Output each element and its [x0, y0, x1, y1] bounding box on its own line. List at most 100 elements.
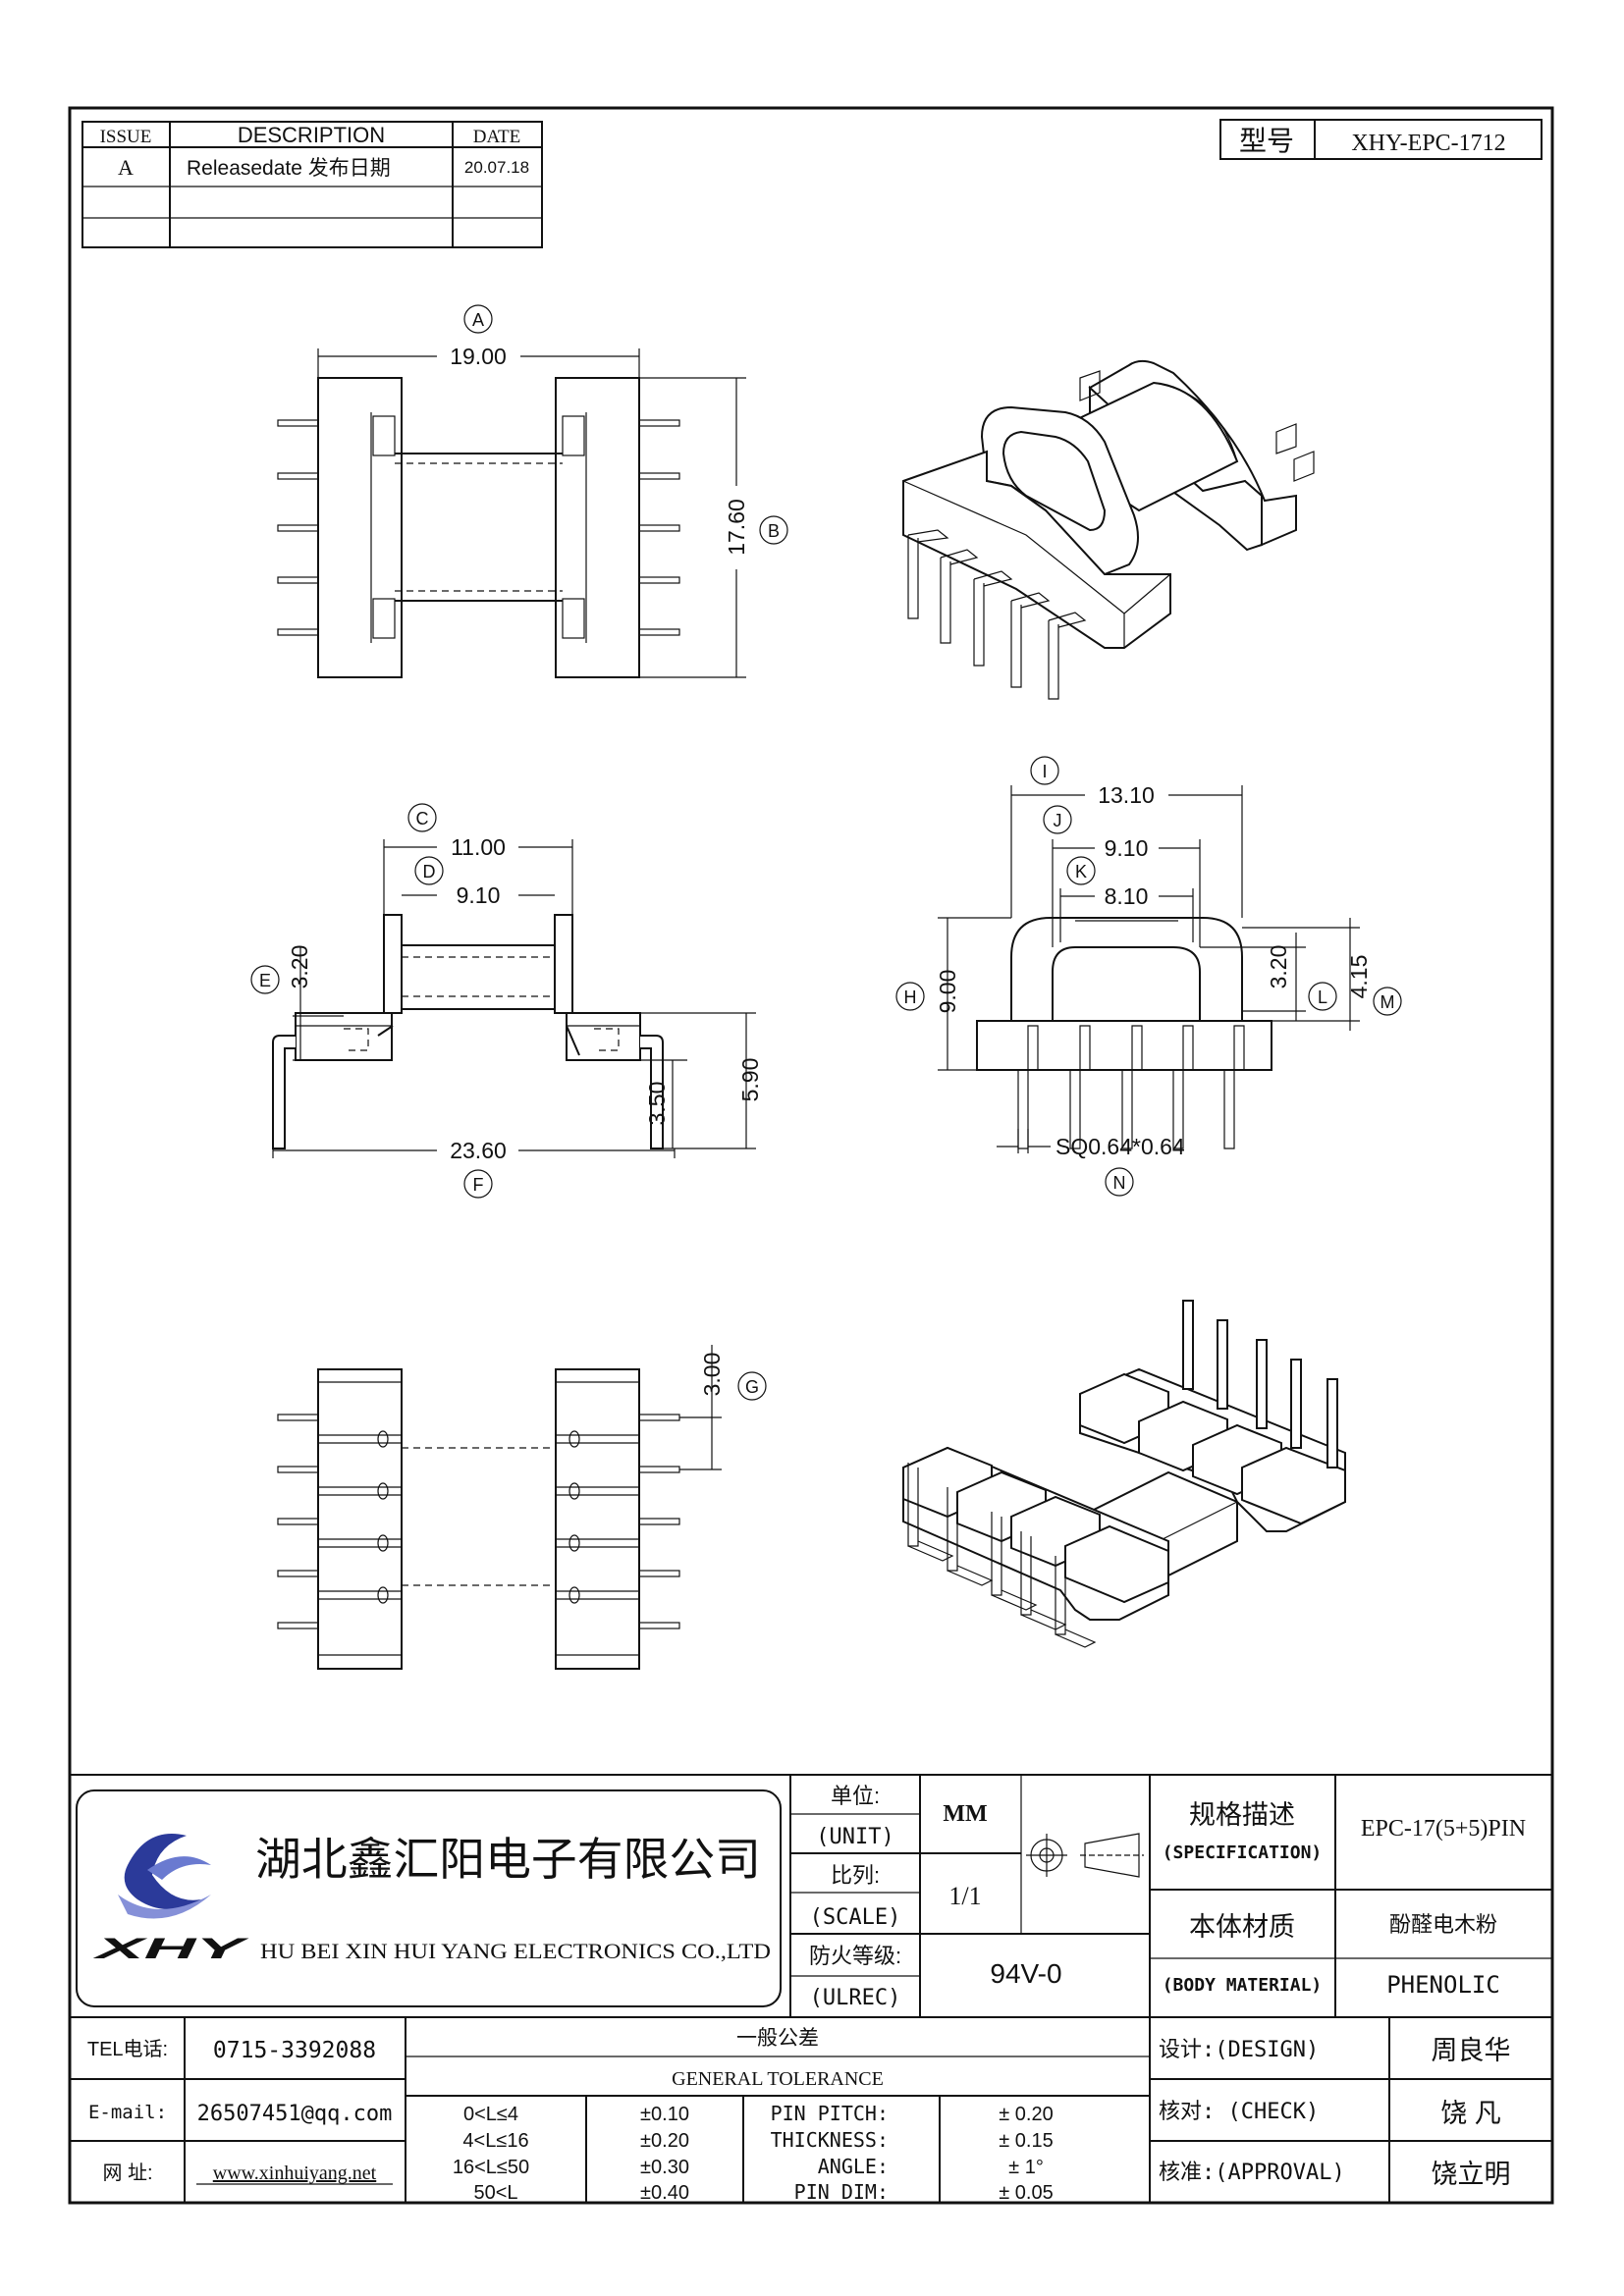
callout-l-label: L	[1318, 988, 1327, 1007]
spec-name-3: ANGLE:	[818, 2155, 889, 2178]
rev-date: 20.07.18	[464, 158, 529, 177]
spec-label-en: (SPECIFICATION)	[1163, 1842, 1323, 1863]
check-label: 核对: (CHECK)	[1159, 2100, 1319, 2124]
callout-n	[1105, 1167, 1134, 1197]
callout-f	[463, 1169, 493, 1199]
material-label-en: (BODY MATERIAL)	[1163, 1975, 1323, 1996]
spec-name-1: PIN PITCH:	[771, 2102, 889, 2125]
approval-name: 饶立明	[1432, 2160, 1511, 2189]
callout-g-label: G	[745, 1377, 759, 1397]
spec-tol-4: ± 0.05	[999, 2182, 1053, 2204]
callout-b	[759, 515, 788, 545]
bottom-view-segments	[318, 1430, 639, 1604]
tolerance-title-en: GENERAL TOLERANCE	[672, 2068, 884, 2090]
callout-a	[463, 304, 493, 334]
tolerance-specs: PIN PITCH: THICKNESS: ANGLE: PIN DIM: ± …	[771, 2102, 1054, 2204]
title-block: XHY 湖北鑫汇阳电子有限公司 HU BEI XIN HUI YANG ELEC…	[70, 1774, 1552, 2204]
company-name-en: HU BEI XIN HUI YANG ELECTRONICS CO.,LTD	[260, 1939, 771, 1963]
dim-k-value: 8.10	[1105, 883, 1149, 909]
rev-header-description: DESCRIPTION	[238, 123, 385, 147]
unit-label-en: (UNIT)	[816, 1825, 893, 1849]
callout-h	[895, 982, 925, 1011]
rev-header-date: DATE	[473, 127, 521, 147]
tol-value-2: ±0.20	[640, 2130, 689, 2152]
callout-k	[1066, 856, 1096, 885]
dim-i-value: 13.10	[1098, 782, 1155, 808]
rev-header-issue: ISSUE	[100, 127, 152, 147]
rev-issue: A	[118, 155, 134, 180]
tel-value: 0715-3392088	[213, 2038, 376, 2063]
scale-value: 1/1	[948, 1882, 981, 1910]
scale-label-en: (SCALE)	[810, 1905, 901, 1930]
iso-bottom-front-blocks	[902, 1446, 1169, 1604]
web-label: 网 址:	[102, 2162, 152, 2184]
email-label: E-mail:	[88, 2102, 167, 2123]
dim-g-value: 3.00	[699, 1353, 725, 1397]
callout-l	[1308, 982, 1337, 1011]
tol-range-2: 4<L≤16	[462, 2130, 528, 2152]
dim-590-value: 5.90	[737, 1058, 763, 1102]
approval-label: 核准:(APPROVAL)	[1159, 2161, 1345, 2185]
iso-view-top	[902, 359, 1315, 700]
revision-table: ISSUE DESCRIPTION DATE A Releasedate 发布日…	[81, 121, 543, 248]
check-name: 饶 凡	[1440, 2099, 1501, 2128]
dim-e-value: 3.20	[287, 945, 312, 989]
callout-j-label: J	[1054, 811, 1062, 830]
callout-c	[407, 803, 437, 832]
fire-label-en: (ULREC)	[810, 1986, 901, 2010]
tol-value-3: ±0.30	[640, 2157, 689, 2178]
material-value-cn: 酚醛电木粉	[1389, 1912, 1497, 1937]
design-label: 设计:(DESIGN)	[1159, 2038, 1319, 2062]
callout-m	[1373, 987, 1402, 1016]
logo-text: XHY	[91, 1933, 250, 1965]
iso-view-bottom	[902, 1300, 1346, 1648]
iso-top-pins	[907, 529, 1087, 700]
spec-name-4: PIN DIM:	[794, 2180, 889, 2204]
callout-h-label: H	[904, 988, 917, 1007]
tol-range-3: 16<L≤50	[453, 2157, 529, 2178]
rev-description: Releasedate 发布日期	[187, 157, 391, 180]
bottom-view: 3.00 G	[277, 1345, 767, 1670]
pins-right	[638, 419, 680, 636]
tol-range-1: 0<L≤4	[463, 2104, 518, 2125]
unit-label-cn: 单位:	[831, 1784, 880, 1808]
callout-i-label: I	[1042, 762, 1047, 781]
material-value-en: PHENOLIC	[1386, 1971, 1500, 1999]
spec-name-2: THICKNESS:	[771, 2128, 889, 2152]
callout-c-label: C	[416, 809, 429, 828]
callout-e	[250, 965, 280, 994]
design-name: 周良华	[1432, 2036, 1511, 2065]
callout-i	[1030, 756, 1059, 785]
tol-value-4: ±0.40	[640, 2182, 689, 2204]
top-view: 19.00 A 17.60 B	[277, 304, 788, 678]
tel-label: TEL电话:	[87, 2038, 168, 2060]
fire-label-cn: 防火等级:	[809, 1944, 901, 1968]
model-label: 型号	[1239, 126, 1294, 156]
callout-f-label: F	[473, 1175, 484, 1195]
callout-d	[414, 856, 444, 885]
callout-b-label: B	[768, 521, 780, 541]
dim-a-value: 19.00	[450, 344, 507, 369]
tol-value-1: ±0.10	[640, 2104, 689, 2125]
scale-label-cn: 比列:	[831, 1863, 880, 1888]
unit-value: MM	[943, 1801, 987, 1827]
dim-d-value: 9.10	[457, 882, 501, 908]
dim-h-value: 9.00	[935, 970, 960, 1014]
email-value: 26507451@qq.com	[197, 2102, 393, 2126]
callout-a-label: A	[472, 310, 484, 330]
callout-e-label: E	[259, 971, 271, 990]
web-value[interactable]: www.xinhuiyang.net	[213, 2163, 377, 2184]
bottom-pins-left	[277, 1414, 319, 1629]
dim-j-value: 9.10	[1105, 835, 1149, 861]
spec-tol-1: ± 0.20	[999, 2104, 1053, 2125]
model-value: XHY-EPC-1712	[1351, 131, 1505, 156]
fire-value: 94V-0	[990, 1958, 1061, 1989]
dim-l-value: 3.20	[1266, 945, 1291, 989]
projection-symbol-icon	[1026, 1833, 1144, 1878]
spec-value: EPC-17(5+5)PIN	[1361, 1816, 1526, 1842]
front-view: 11.00 C 9.10 D 3.20 E 23.60 F 3.50 5.90	[250, 803, 763, 1199]
iso-bottom-back-pins	[1182, 1300, 1338, 1468]
model-box: 型号 XHY-EPC-1712	[1219, 119, 1543, 160]
callout-n-label: N	[1113, 1173, 1126, 1193]
